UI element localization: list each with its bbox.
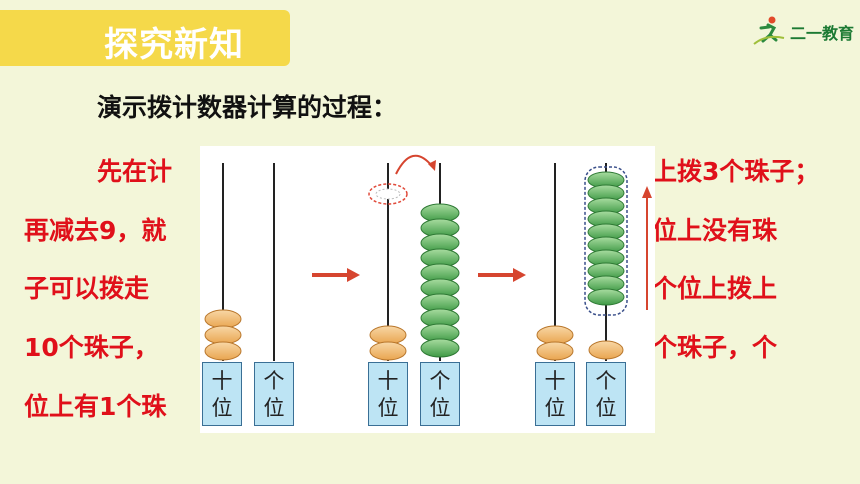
box-ones-2-top: 个	[429, 369, 451, 393]
bead-orange	[369, 325, 407, 345]
box-ones-2-bottom: 位	[429, 396, 451, 420]
arrow-head-2	[513, 268, 526, 282]
text-line-2-left: 再减去9，就	[24, 216, 167, 245]
abacus-figure: 十 位 个 位 十 位 个 位 十 位 个 位	[200, 146, 655, 433]
box-tens-1-top: 十	[211, 369, 233, 393]
curved-arrow	[395, 154, 433, 175]
subtitle: 演示拨计数器计算的过程：	[97, 93, 398, 122]
box-ones-1-bottom: 位	[263, 396, 285, 420]
brand-logo: 二一教育	[752, 14, 855, 48]
bead-orange	[204, 341, 242, 361]
text-line-3-right: 个位上拨上	[652, 274, 778, 303]
moved-beads-outline	[584, 166, 628, 316]
box-tens-3-top: 十	[544, 369, 566, 393]
text-line-4-left: 10个珠子，	[24, 333, 159, 362]
curved-arrow-head	[428, 160, 436, 171]
logo-text: 二一教育	[790, 24, 855, 43]
text-line-4-right: 个珠子，个	[652, 333, 778, 362]
box-tens-2-bottom: 位	[377, 396, 399, 420]
box-ones-1: 个 位	[254, 362, 294, 426]
green-bead-stack-2	[420, 203, 460, 358]
green-bead-stack-3	[587, 171, 625, 306]
bead-orange	[369, 341, 407, 361]
runner-icon	[753, 16, 785, 45]
text-line-1-left: 先在计	[97, 157, 173, 186]
bead-orange	[204, 325, 242, 345]
box-tens-2-top: 十	[377, 369, 399, 393]
text-line-5-left: 位上有1个珠	[24, 392, 167, 421]
box-tens-3-bottom: 位	[544, 396, 566, 420]
bead-orange	[588, 340, 624, 360]
box-ones-3-bottom: 位	[595, 396, 617, 420]
removed-bead-outline	[368, 183, 408, 205]
box-ones-3-top: 个	[595, 369, 617, 393]
text-line-1-right: 上拨3个珠子；	[652, 157, 820, 186]
up-arrow-head	[642, 186, 652, 198]
arrow-head-1	[347, 268, 360, 282]
box-tens-1-bottom: 位	[211, 396, 233, 420]
text-line-2-right: 位上没有珠	[652, 216, 778, 245]
title-banner	[0, 10, 290, 66]
text-line-3-left: 子可以拨走	[24, 274, 150, 303]
box-ones-1-top: 个	[263, 369, 285, 393]
box-tens-2: 十 位	[368, 362, 408, 426]
box-ones-2: 个 位	[420, 362, 460, 426]
bead-orange	[536, 341, 574, 361]
box-tens-1: 十 位	[202, 362, 242, 426]
abacus-illustration	[204, 154, 652, 361]
page-title: 探究新知	[104, 25, 244, 65]
bead-orange	[204, 309, 242, 329]
removed-bead-ghost	[375, 188, 401, 200]
box-ones-3: 个 位	[586, 362, 626, 426]
bead-orange	[536, 325, 574, 345]
box-tens-3: 十 位	[535, 362, 575, 426]
